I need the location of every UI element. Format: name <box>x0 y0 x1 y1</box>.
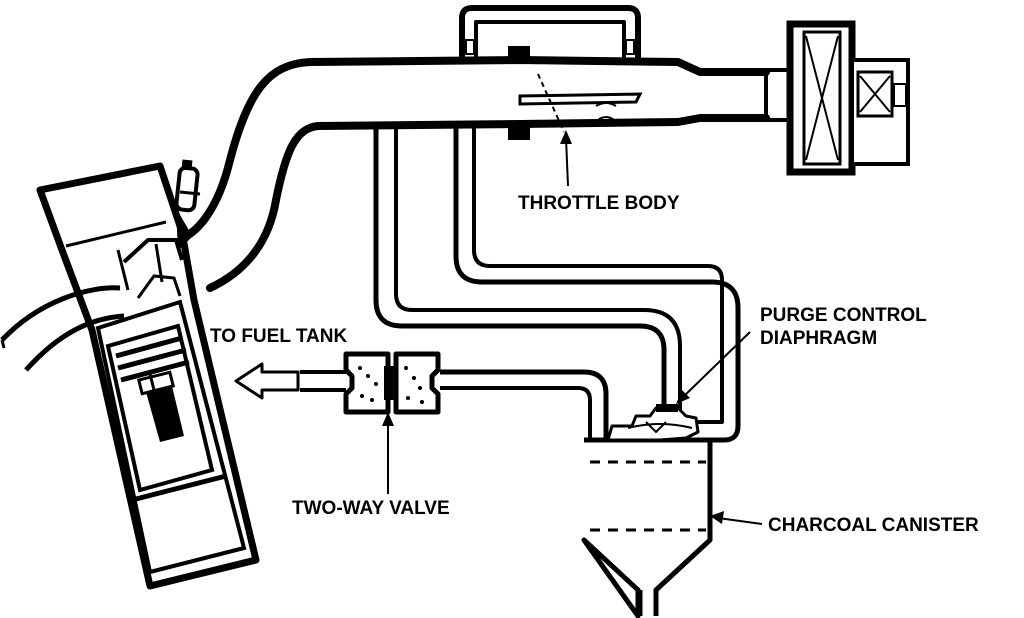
intake-duct <box>172 56 770 292</box>
to-fuel-tank-arrow <box>234 362 300 400</box>
label-purge-control-line2: DIAPHRAGM <box>760 328 877 349</box>
label-purge-control-line1: PURGE CONTROL <box>760 305 927 326</box>
air-cleaner <box>764 20 910 176</box>
label-to-fuel-tank: TO FUEL TANK <box>210 326 348 347</box>
vacuum-hoses <box>300 126 741 443</box>
engine <box>36 162 260 590</box>
purge-control-diaphragm <box>606 404 700 442</box>
exhaust-pipe <box>0 285 125 372</box>
label-throttle-body: THROTTLE BODY <box>518 193 680 214</box>
throttle-body <box>508 46 643 140</box>
two-way-valve <box>343 351 441 415</box>
fuel-injector <box>174 159 201 250</box>
label-charcoal-canister: CHARCOAL CANISTER <box>768 515 979 536</box>
leader-lines <box>382 130 763 525</box>
label-two-way-valve: TWO-WAY VALVE <box>292 498 450 519</box>
charcoal-canister <box>581 437 713 618</box>
bypass-hose <box>459 5 641 60</box>
